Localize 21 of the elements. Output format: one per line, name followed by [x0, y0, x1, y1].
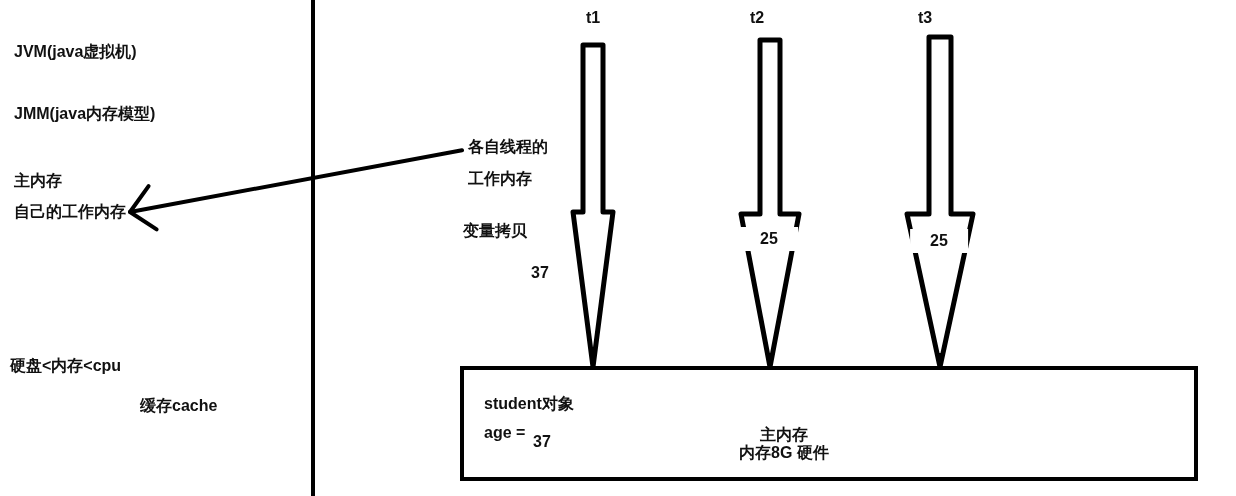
edge-label: 25 [740, 227, 798, 251]
box-text: age = [484, 424, 526, 442]
box-text: 37 [533, 433, 551, 451]
text-label: 各自线程的工作内存 [468, 131, 558, 195]
text-label: 自己的工作内存 [14, 203, 126, 221]
text-label: JMM(java内存模型) [14, 105, 156, 123]
text-label: 变量拷贝 [463, 222, 527, 240]
memory-box [460, 366, 1198, 481]
text-label: 缓存cache [140, 397, 218, 415]
text-label: t2 [749, 9, 765, 27]
box-text: student对象 [484, 395, 574, 413]
text-label: JVM(java虚拟机) [14, 43, 137, 61]
arrow [128, 148, 464, 232]
text-label: 主内存 [14, 172, 62, 190]
text-label: t3 [917, 9, 933, 27]
box-text: 内存8G 硬件 [739, 444, 829, 462]
edge-label: 25 [910, 229, 968, 253]
box-text: 主内存 [760, 426, 808, 444]
text-label: t1 [585, 9, 601, 27]
text-label: 硬盘<内存<cpu [10, 357, 122, 375]
text-label: 37 [531, 264, 549, 282]
